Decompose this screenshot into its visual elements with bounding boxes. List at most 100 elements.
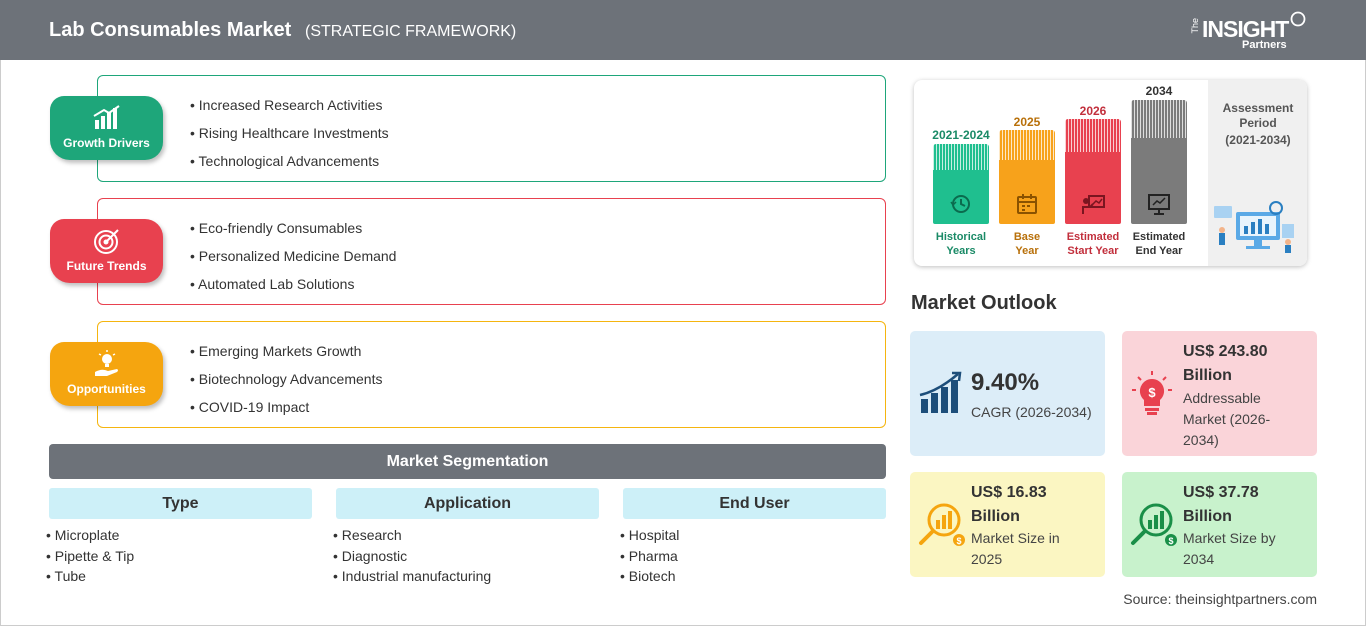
segment-type: Type Microplate Pipette & Tip Tube	[49, 488, 312, 587]
page-subtitle: (STRATEGIC FRAMEWORK)	[305, 23, 517, 40]
desc-line: Market (2026-	[1183, 411, 1271, 427]
addressable-value: US$ 243.80 Billion	[1183, 340, 1268, 388]
value-line: Billion	[1183, 508, 1232, 525]
badge-label: Future Trends	[66, 259, 147, 273]
opportunities-card: Emerging Markets Growth Biotechnology Ad…	[97, 321, 886, 428]
desc-line: Market Size by	[1183, 530, 1276, 546]
header-bar: Lab Consumables Market (STRATEGIC FRAMEW…	[0, 0, 1366, 60]
list-item: Hospital	[620, 525, 886, 546]
timeline-bar	[1131, 100, 1187, 224]
list-item: Emerging Markets Growth	[190, 341, 382, 369]
page-title: Lab Consumables Market	[49, 19, 292, 41]
future-trends-badge: Future Trends	[50, 219, 163, 283]
growth-drivers-card: Increased Research Activities Rising Hea…	[97, 75, 886, 182]
list-item: Pipette & Tip	[46, 546, 312, 567]
opportunities-list: Emerging Markets Growth Biotechnology Ad…	[190, 341, 383, 425]
bar-stripe	[1131, 100, 1187, 138]
future-trends-card: Eco-friendly Consumables Personalized Me…	[97, 198, 886, 305]
list-item: Diagnostic	[333, 546, 599, 567]
svg-text:$: $	[956, 536, 961, 546]
segment-header: End User	[623, 488, 886, 519]
size-2025-value: US$ 16.83 Billion	[971, 481, 1047, 529]
list-item: Tube	[46, 566, 312, 587]
growth-chart-icon	[93, 105, 120, 129]
list-item: Pharma	[620, 546, 886, 567]
svg-text:$: $	[1168, 536, 1173, 546]
list-item: Increased Research Activities	[190, 95, 389, 123]
assessment-range: (2021-2034)	[1225, 133, 1291, 147]
analytics-people-icon	[1214, 201, 1294, 253]
monitor-chart-icon	[1148, 194, 1170, 215]
value-line: Billion	[1183, 367, 1232, 384]
cagr-label: CAGR (2026-2034)	[971, 404, 1092, 420]
badge-label: Opportunities	[67, 382, 146, 396]
growth-drivers-badge: Growth Drivers	[50, 96, 163, 160]
timeline-bar	[1065, 119, 1121, 224]
desc-line: 2034	[1183, 551, 1215, 567]
value-line: US$ 243.80	[1183, 343, 1268, 360]
list-item: Rising Healthcare Investments	[190, 123, 389, 151]
assessment-line: Assessment	[1222, 101, 1294, 115]
assessment-line: Period	[1239, 116, 1277, 130]
cagr-card: 9.40% CAGR (2026-2034)	[910, 331, 1105, 456]
market-size-2034-card: $ US$ 37.78 Billion Market Size by 2034	[1122, 472, 1317, 577]
desc-line: Addressable	[1183, 390, 1261, 406]
badge-label: Growth Drivers	[63, 136, 150, 150]
logo-the: The	[1190, 18, 1200, 34]
coin-chart-icon: $	[1131, 503, 1177, 546]
list-item: Biotech	[620, 566, 886, 587]
lightbulb-hand-icon	[95, 350, 118, 376]
logo-insight: INSIGHT	[1202, 16, 1289, 42]
segment-header: Type	[49, 488, 312, 519]
timeline-bar	[999, 130, 1055, 224]
timeline-year: 2026	[1079, 104, 1107, 118]
calendar-icon	[1017, 194, 1037, 214]
segment-end-user: End User Hospital Pharma Biotech	[623, 488, 886, 587]
list-item: Research	[333, 525, 599, 546]
market-size-2025-card: $ US$ 16.83 Billion Market Size in 2025	[910, 472, 1105, 577]
bar-stripe	[999, 130, 1055, 160]
timeline-bar	[933, 144, 989, 224]
addressable-desc: Addressable Market (2026- 2034)	[1183, 388, 1270, 451]
svg-text:$: $	[1148, 385, 1156, 400]
opportunities-badge: Opportunities	[50, 342, 163, 406]
history-icon	[950, 195, 970, 213]
desc-line: Market Size in	[971, 530, 1060, 546]
list-item: Biotechnology Advancements	[190, 369, 383, 397]
list-item: COVID-19 Impact	[190, 397, 382, 425]
size-2025-desc: Market Size in 2025	[971, 528, 1060, 570]
list-item: Automated Lab Solutions	[190, 274, 396, 302]
desc-line: 2034)	[1183, 432, 1219, 448]
logo-swoosh-icon	[1290, 11, 1306, 27]
cagr-value: 9.40%	[971, 369, 1040, 396]
desc-line: 2025	[971, 551, 1003, 567]
list-item: Microplate	[46, 525, 312, 546]
value-line: Billion	[971, 508, 1020, 525]
list-item: Technological Advancements	[190, 151, 389, 179]
future-trends-list: Eco-friendly Consumables Personalized Me…	[190, 218, 396, 302]
market-outlook-title: Market Outlook	[911, 292, 1057, 314]
size-2034-desc: Market Size by 2034	[1183, 528, 1276, 570]
segment-application: Application Research Diagnostic Industri…	[336, 488, 599, 587]
growth-drivers-list: Increased Research Activities Rising Hea…	[190, 95, 389, 179]
timeline-year: 2021-2024	[932, 128, 990, 142]
segment-header: Application	[336, 488, 599, 519]
timeline-year: 2034	[1145, 84, 1173, 98]
value-line: US$ 16.83	[971, 484, 1047, 501]
logo-partners: Partners	[1242, 39, 1287, 51]
size-2034-value: US$ 37.78 Billion	[1183, 481, 1259, 529]
assessment-label: Assessment Period	[1213, 101, 1303, 131]
list-item: Industrial manufacturing	[333, 566, 599, 587]
list-item: Personalized Medicine Demand	[190, 246, 397, 274]
presentation-icon	[1082, 195, 1105, 214]
dollar-bulb-icon: $	[1132, 371, 1172, 415]
insight-partners-logo[interactable]: The INSIGHT Partners	[1190, 10, 1315, 54]
list-item: Eco-friendly Consumables	[190, 218, 396, 246]
segmentation-title: Market Segmentation	[49, 444, 886, 479]
source-link[interactable]: Source: theinsightpartners.com	[1123, 591, 1317, 607]
bar-stripe	[933, 144, 989, 170]
